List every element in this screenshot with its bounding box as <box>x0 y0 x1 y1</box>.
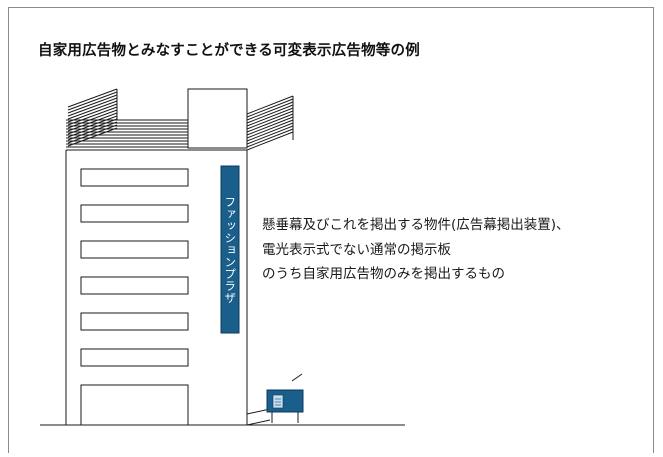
description-line-1: 懸垂幕及びこれを掲出する物件(広告幕掲出装置)、 <box>262 217 570 233</box>
vertical-sign-text: ファッションプラザ <box>223 196 238 304</box>
description-line-2: 電光表示式でない通常の掲示板 <box>262 241 451 258</box>
description: 懸垂幕及びこれを掲出する物件(広告幕掲出装置)、 電光表示式でない通常の掲示板 … <box>262 213 570 287</box>
figure-frame <box>8 7 654 453</box>
building-body <box>65 149 271 426</box>
signboard <box>266 373 304 423</box>
description-line-3: のうち自家用広告物のみを掲出するもの <box>262 266 505 282</box>
page-title: 自家用広告物とみなすことができる可変表示広告物等の例 <box>38 43 420 59</box>
rooftop-penthouse <box>187 88 248 149</box>
building-windows <box>80 168 189 426</box>
hanging-banner-sign <box>220 165 240 334</box>
rooftop-louver-left <box>67 88 118 147</box>
rooftop-railing <box>66 119 188 148</box>
rooftop-louver-right <box>246 95 294 151</box>
